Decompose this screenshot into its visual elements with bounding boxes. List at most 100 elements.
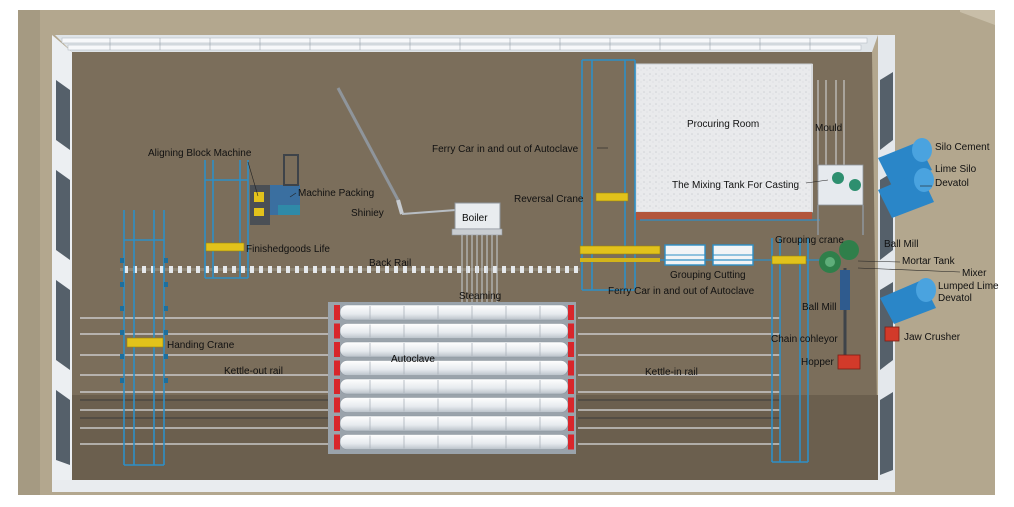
- label-ferry-car-top: Ferry Car in and out of Autoclave: [432, 144, 579, 155]
- back-rail-tie: [313, 266, 317, 273]
- autoclave-door: [334, 379, 340, 394]
- back-rail-tie: [358, 266, 362, 273]
- back-rail-tie: [196, 266, 200, 273]
- back-rail-ties: [124, 266, 578, 273]
- autoclave-door: [334, 397, 340, 413]
- autoclave-door: [568, 379, 574, 394]
- label-procuring-room: Procuring Room: [687, 119, 759, 130]
- autoclave-door: [334, 342, 340, 357]
- label-finishedgoods-life: Finishedgoods Life: [246, 244, 330, 255]
- autoclave-door: [334, 416, 340, 431]
- back-rail-tie: [340, 266, 344, 273]
- grouping-crane-trolley: [771, 255, 807, 265]
- left-wall: [52, 35, 72, 492]
- label-mortar-tank: Mortar Tank: [902, 256, 956, 267]
- back-rail-tie: [133, 266, 137, 273]
- left-wall-windows: [56, 80, 70, 465]
- aligning-block-machine: [250, 185, 270, 225]
- autoclave-tube: [339, 434, 569, 450]
- back-rail-tie: [511, 266, 515, 273]
- back-rail-tie: [421, 266, 425, 273]
- label-devatol-1: Devatol: [935, 178, 969, 189]
- jaw-crusher: [884, 326, 900, 342]
- label-mixing-tank: The Mixing Tank For Casting: [672, 180, 799, 191]
- autoclave-tube: [339, 415, 569, 432]
- back-rail-tie: [349, 266, 353, 273]
- back-rail-tie: [259, 266, 263, 273]
- boiler-base: [451, 228, 503, 236]
- finishedgoods-crane: [204, 160, 249, 279]
- label-hopper: Hopper: [801, 357, 834, 368]
- label-kettle-in-rail: Kettle-in rail: [645, 367, 698, 378]
- back-rail-tie: [205, 266, 209, 273]
- machine-packing: [270, 154, 300, 215]
- right-wall: [878, 35, 895, 492]
- autoclave-tube: [339, 378, 569, 395]
- autoclave-door: [334, 305, 340, 320]
- back-rail-tie: [529, 266, 533, 273]
- label-ball-mill-2: Ball Mill: [802, 302, 836, 313]
- back-rail-tie: [547, 266, 551, 273]
- shiniey-base: [396, 199, 404, 215]
- rail-tracks: [80, 317, 780, 445]
- roof-skylights: [61, 37, 868, 51]
- back-rail-tie: [466, 266, 470, 273]
- mortar-tank: [819, 240, 859, 273]
- label-handing-crane: Handing Crane: [167, 340, 235, 351]
- hopper: [837, 354, 861, 370]
- back-rail-tie: [322, 266, 326, 273]
- autoclave-door: [334, 434, 340, 450]
- outer-ground-left-strip: [18, 10, 40, 495]
- label-boiler: Boiler: [462, 213, 488, 224]
- procuring-room-base: [636, 212, 812, 220]
- back-rail-tie: [565, 266, 569, 273]
- autoclave-door: [568, 305, 574, 320]
- label-lime-silo: Lime Silo: [935, 164, 977, 175]
- boiler: [454, 202, 501, 230]
- back-rail-tie: [574, 266, 578, 273]
- back-rail-tie: [484, 266, 488, 273]
- back-rail-tie: [376, 266, 380, 273]
- label-shiniey: Shiniey: [351, 208, 384, 219]
- back-rail-tie: [439, 266, 443, 273]
- label-autoclave: Autoclave: [391, 354, 435, 365]
- label-devatol-2: Devatol: [938, 293, 972, 304]
- back-rail-tie: [160, 266, 164, 273]
- mixer-column: [840, 270, 850, 310]
- autoclave-group: [334, 304, 574, 450]
- back-rail-tie: [286, 266, 290, 273]
- back-rail-tie: [304, 266, 308, 273]
- reversal-crane-trolley: [595, 192, 629, 202]
- label-kettle-out-rail: Kettle-out rail: [224, 366, 283, 377]
- back-rail-tie: [169, 266, 173, 273]
- back-rail-tie: [277, 266, 281, 273]
- handing-crane-trolley: [126, 337, 164, 348]
- back-rail-tie: [124, 266, 128, 273]
- label-mould: Mould: [815, 123, 842, 134]
- back-rail-tie: [367, 266, 371, 273]
- mixing-tank-station: [817, 164, 864, 235]
- shiniey-chimney: [336, 87, 400, 201]
- back-rail-tie: [412, 266, 416, 273]
- grouping-crane-frame: [771, 238, 809, 463]
- autoclave-tube: [339, 304, 569, 321]
- autoclave-tube: [339, 397, 569, 413]
- label-aligning-block-machine: Aligning Block Machine: [148, 148, 252, 159]
- bottom-wall: [52, 480, 895, 492]
- autoclave-door: [568, 342, 574, 357]
- back-rail-tie: [502, 266, 506, 273]
- autoclave-door: [334, 323, 340, 339]
- autoclave-door: [568, 360, 574, 376]
- autoclave-tube: [339, 360, 569, 376]
- autoclave-door: [568, 434, 574, 450]
- finishedgoods-trolley: [205, 242, 245, 252]
- rail-tracks-dark: [80, 399, 780, 419]
- back-rail-tie: [178, 266, 182, 273]
- label-chain-conveyor: Chain cohleyor: [771, 334, 838, 345]
- autoclave-tube: [339, 341, 569, 358]
- back-rail-tie: [142, 266, 146, 273]
- back-rail-tie: [493, 266, 497, 273]
- skylight-dividers: [109, 38, 811, 50]
